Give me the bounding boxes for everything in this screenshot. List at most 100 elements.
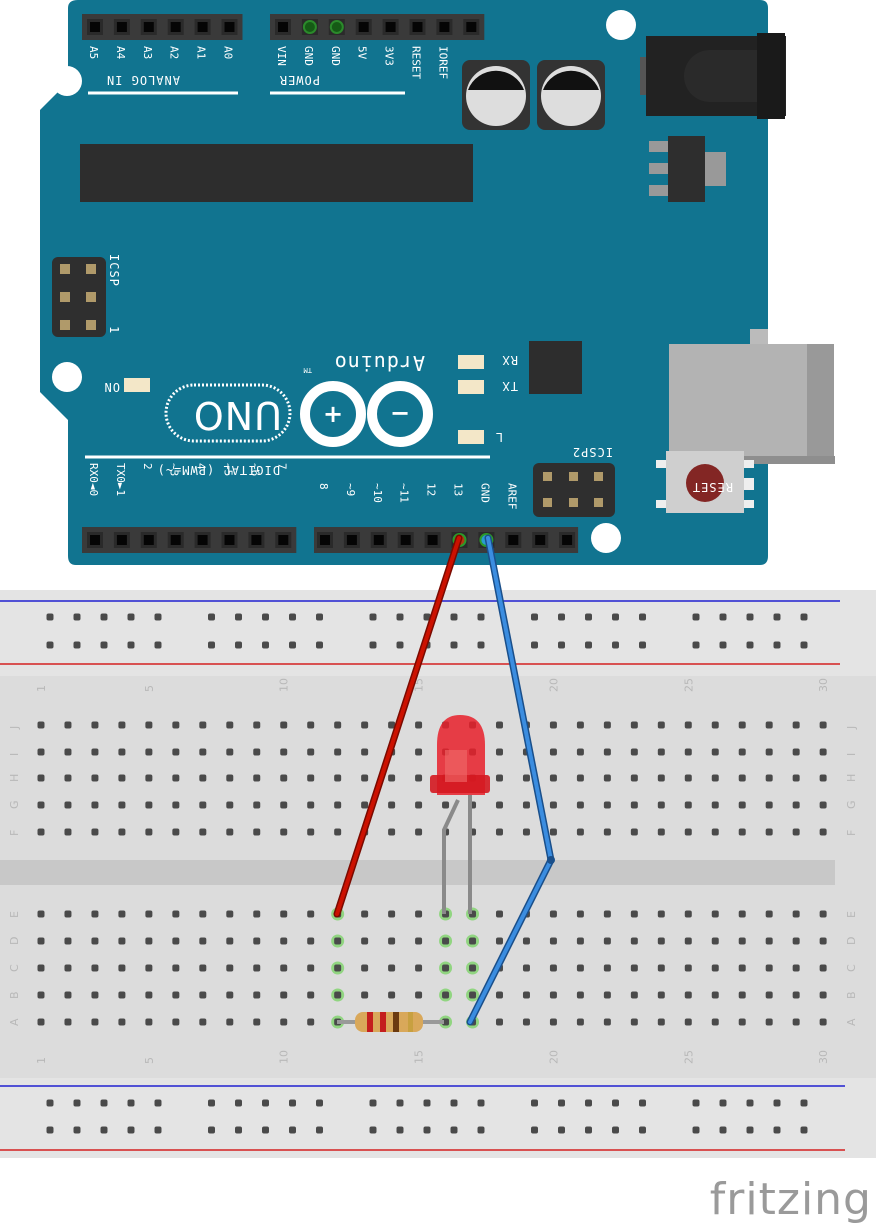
breadboard-hole[interactable] [630,721,638,729]
breadboard-hole[interactable] [765,801,773,809]
breadboard-hole[interactable] [91,748,99,756]
breadboard-hole[interactable] [630,937,638,945]
breadboard-hole[interactable] [280,801,288,809]
breadboard-hole[interactable] [630,801,638,809]
breadboard-hole[interactable] [630,748,638,756]
breadboard-hole[interactable] [361,721,369,729]
breadboard-hole[interactable] [199,937,207,945]
rail-hole[interactable] [262,1126,269,1134]
rail-hole[interactable] [208,1099,215,1107]
breadboard-hole[interactable] [603,964,611,972]
rail-hole[interactable] [800,1126,808,1134]
breadboard-hole[interactable] [253,937,261,945]
blue-wire[interactable] [466,534,555,1026]
rail-hole[interactable] [585,1099,592,1107]
breadboard-hole[interactable] [792,828,800,836]
breadboard-hole[interactable] [711,748,719,756]
breadboard-hole[interactable] [199,991,207,999]
breadboard-hole[interactable] [253,828,261,836]
breadboard-hole[interactable] [603,748,611,756]
breadboard-hole[interactable] [199,1018,207,1026]
breadboard-hole[interactable] [657,964,665,972]
breadboard-hole[interactable] [657,801,665,809]
header-pin[interactable] [562,535,573,545]
breadboard-hole[interactable] [388,991,396,999]
breadboard-hole[interactable] [549,964,557,972]
breadboard-hole[interactable] [765,964,773,972]
breadboard-hole[interactable] [91,1018,99,1026]
breadboard-hole[interactable] [37,748,45,756]
rail-hole[interactable] [800,613,808,621]
breadboard-hole[interactable] [307,748,315,756]
rail-hole[interactable] [235,1126,242,1134]
breadboard-hole[interactable] [307,801,315,809]
breadboard-hole[interactable] [603,1018,611,1026]
rail-hole[interactable] [46,1126,54,1134]
breadboard-hole[interactable] [388,910,396,918]
breadboard-hole[interactable] [253,774,261,782]
rail-hole[interactable] [235,1099,242,1107]
rail-hole[interactable] [639,641,646,649]
breadboard-hole[interactable] [226,748,234,756]
rail-hole[interactable] [316,1126,323,1134]
breadboard-hole[interactable] [657,937,665,945]
breadboard-hole[interactable] [630,991,638,999]
rail-hole[interactable] [773,641,781,649]
header-pin[interactable] [358,22,369,32]
rail-hole[interactable] [531,613,538,621]
breadboard-hole[interactable] [91,964,99,972]
breadboard-hole[interactable] [37,1018,45,1026]
breadboard-hole[interactable] [388,801,396,809]
rail-hole[interactable] [100,1126,108,1134]
breadboard-hole[interactable] [819,964,827,972]
breadboard-hole[interactable] [711,964,719,972]
rail-hole[interactable] [127,641,135,649]
rail-hole[interactable] [585,613,592,621]
breadboard-hole[interactable] [172,1018,180,1026]
rail-hole[interactable] [612,613,619,621]
rail-hole[interactable] [396,1126,404,1134]
breadboard-hole[interactable] [334,748,342,756]
header-pin[interactable] [427,535,438,545]
breadboard-hole[interactable] [91,910,99,918]
breadboard-hole[interactable] [91,774,99,782]
rail-hole[interactable] [800,1099,808,1107]
breadboard-hole[interactable] [334,964,342,972]
header-pin[interactable] [278,535,289,545]
breadboard-hole[interactable] [522,964,530,972]
breadboard-hole[interactable] [657,721,665,729]
rail-hole[interactable] [127,1126,135,1134]
breadboard-hole[interactable] [307,828,315,836]
breadboard-hole[interactable] [738,937,746,945]
breadboard-hole[interactable] [765,828,773,836]
breadboard-hole[interactable] [576,828,584,836]
breadboard-hole[interactable] [765,937,773,945]
breadboard-hole[interactable] [172,991,180,999]
rail-hole[interactable] [369,1126,377,1134]
breadboard-hole[interactable] [630,828,638,836]
header-pin[interactable] [224,22,235,32]
breadboard-hole[interactable] [576,721,584,729]
breadboard-hole[interactable] [280,910,288,918]
rail-hole[interactable] [423,613,431,621]
breadboard-hole[interactable] [522,828,530,836]
breadboard-hole[interactable] [91,937,99,945]
breadboard-hole[interactable] [549,828,557,836]
breadboard-hole[interactable] [711,774,719,782]
breadboard-hole[interactable] [495,721,503,729]
breadboard-hole[interactable] [415,991,423,999]
breadboard-hole[interactable] [765,721,773,729]
rail-hole[interactable] [235,641,242,649]
breadboard-hole[interactable] [361,910,369,918]
breadboard-hole[interactable] [64,964,72,972]
breadboard-hole[interactable] [576,964,584,972]
breadboard-hole[interactable] [603,828,611,836]
rail-hole[interactable] [46,613,54,621]
breadboard-hole[interactable] [469,991,477,999]
breadboard-hole[interactable] [630,1018,638,1026]
rail-hole[interactable] [558,613,565,621]
rail-hole[interactable] [746,613,754,621]
breadboard-hole[interactable] [64,748,72,756]
breadboard-hole[interactable] [576,774,584,782]
breadboard-hole[interactable] [792,748,800,756]
